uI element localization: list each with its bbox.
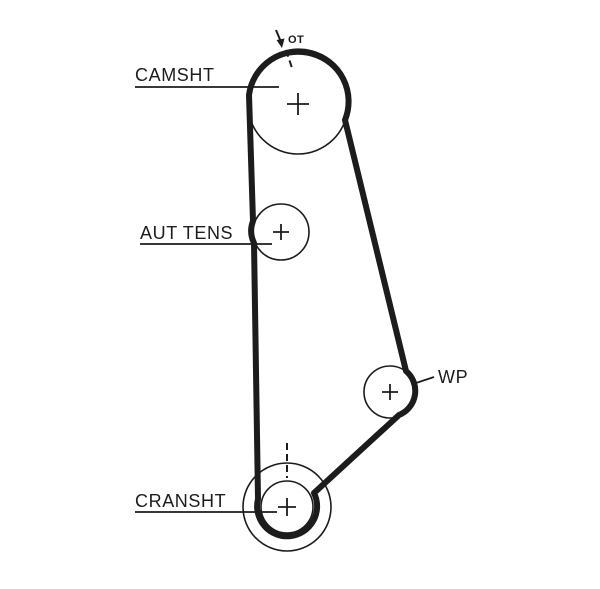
crankshaft-pulley-inner (260, 480, 314, 534)
ot-arrow-icon (275, 29, 285, 48)
crankshaft-label: CRANSHT (135, 491, 226, 511)
camshaft-label: CAMSHT (135, 65, 215, 85)
crankshaft-center-mark (278, 498, 296, 516)
camshaft-center-mark (287, 93, 309, 115)
water-pump-leader-line (412, 376, 435, 385)
camshaft-timing-mark (285, 49, 293, 69)
water-pump-center-mark (382, 384, 398, 400)
crankshaft-pulley-outer (242, 462, 332, 552)
tensioner-label: AUT TENS (140, 223, 233, 243)
ot-label: OT (288, 34, 304, 46)
timing-belt (246, 48, 419, 540)
tensioner-center-mark (273, 224, 289, 240)
water-pump-label: WP (438, 367, 468, 387)
